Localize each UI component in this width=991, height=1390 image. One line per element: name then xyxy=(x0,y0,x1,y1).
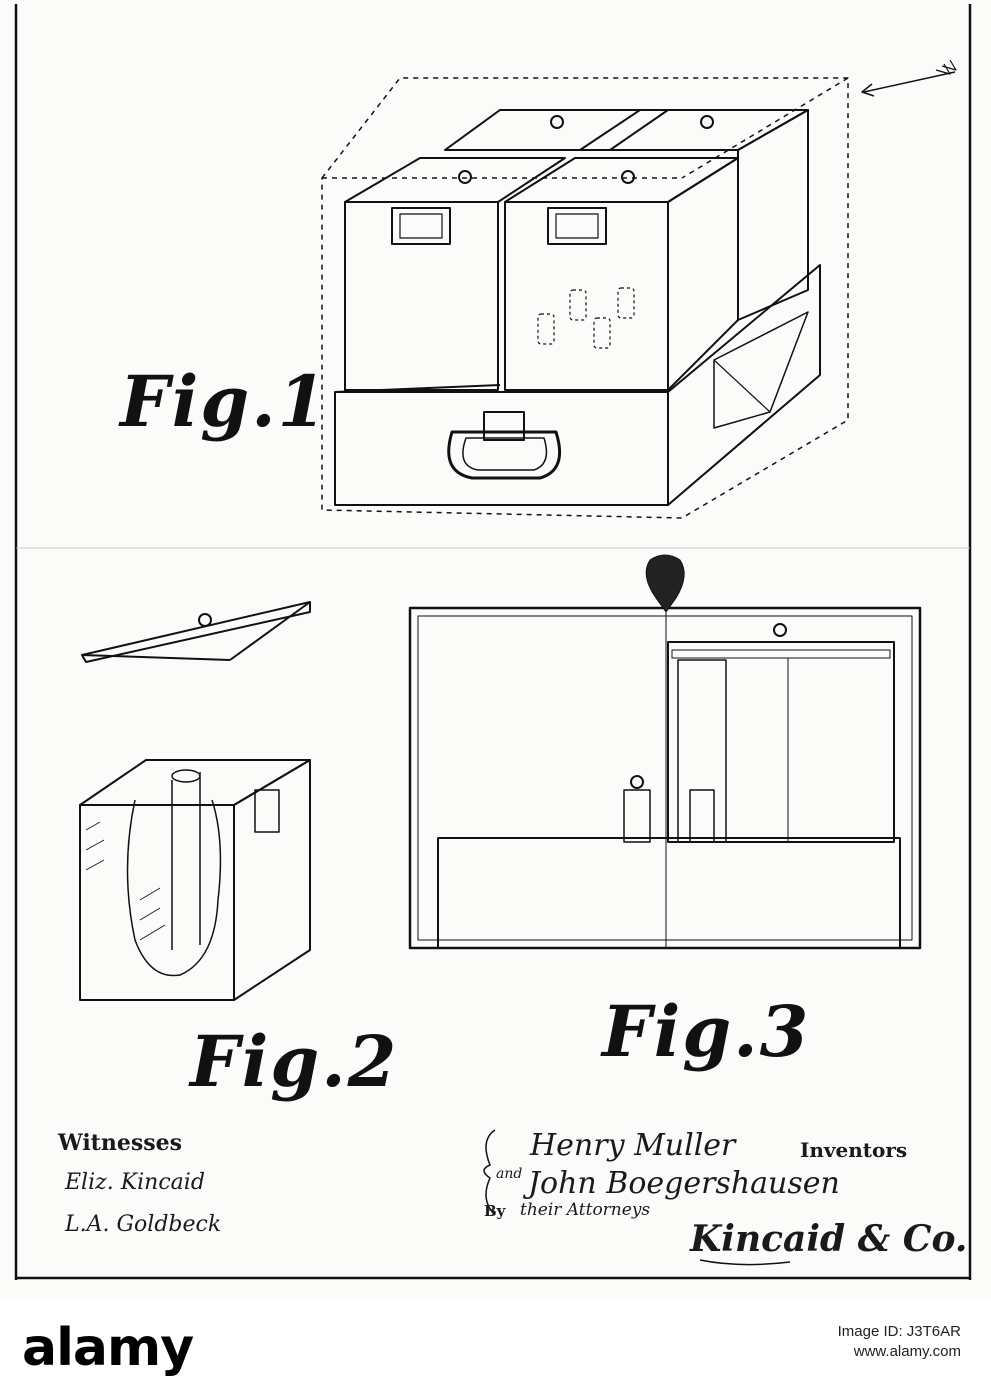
fig2-label: Fig.2 xyxy=(190,1020,398,1103)
alamy-logo: alamy xyxy=(22,1318,193,1378)
fig3-label: Fig.3 xyxy=(602,990,810,1073)
and-word: and xyxy=(496,1166,522,1182)
patent-drawing-sheet: Fig.1 Fig.2 Fig.3 Witnesses Eliz. Kincai… xyxy=(0,0,991,1300)
fig1-label: Fig.1 xyxy=(120,360,328,443)
image-id: Image ID: J3T6AR xyxy=(838,1322,961,1342)
witnesses-label: Witnesses xyxy=(58,1130,182,1156)
inventors-label: Inventors xyxy=(800,1138,907,1162)
attorney-signature: Kincaid & Co. xyxy=(690,1218,967,1260)
their-attorneys-label: their Attorneys xyxy=(520,1200,650,1220)
fig3-drawing xyxy=(410,555,920,948)
witness-1-signature: Eliz. Kincaid xyxy=(65,1170,205,1195)
fig1-drawing xyxy=(322,60,956,518)
fig2-drawing xyxy=(80,602,310,1000)
watermark-footer: alamy Image ID: J3T6AR www.alamy.com xyxy=(0,1300,991,1390)
inventor-1-signature: Henry Muller xyxy=(530,1128,735,1163)
image-info: Image ID: J3T6AR www.alamy.com xyxy=(838,1322,961,1362)
by-label: By xyxy=(484,1202,505,1220)
site-url: www.alamy.com xyxy=(838,1342,961,1362)
patent-illustrations xyxy=(0,0,991,1300)
inventor-2-signature: John Boegershausen xyxy=(528,1166,840,1201)
witness-2-signature: L.A. Goldbeck xyxy=(65,1212,221,1237)
